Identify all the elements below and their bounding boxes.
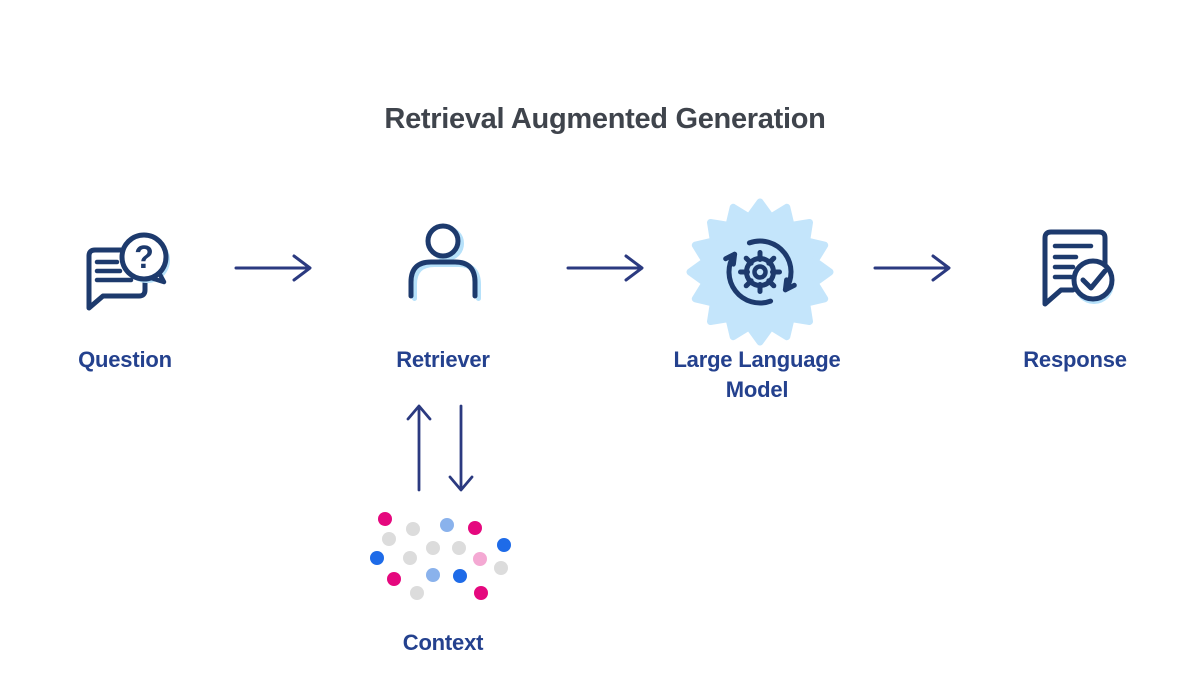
context-dot <box>453 569 467 583</box>
context-dot <box>403 551 417 565</box>
context-dot <box>452 541 466 555</box>
arrow-llm-to-response <box>873 254 951 282</box>
arrow-up-icon <box>406 404 432 492</box>
context-dot <box>406 522 420 536</box>
arrow-question-to-retriever <box>234 254 312 282</box>
arrow-down-icon <box>448 404 474 492</box>
question-bubble-icon: ? <box>86 232 170 311</box>
question-label: Question <box>78 347 172 372</box>
llm-label: Large Language Model <box>673 347 841 402</box>
response-label: Response <box>1023 347 1127 372</box>
context-dot <box>382 532 396 546</box>
context-dot <box>370 551 384 565</box>
arrow-retriever-to-llm <box>566 254 644 282</box>
context-dot <box>440 518 454 532</box>
context-dot <box>426 568 440 582</box>
context-dot <box>473 552 487 566</box>
context-dot <box>378 512 392 526</box>
person-icon <box>408 223 481 301</box>
dots-cluster-icon <box>370 512 511 600</box>
diagram-title: Retrieval Augmented Generation <box>384 103 826 135</box>
context-dot <box>387 572 401 586</box>
dots-group <box>370 512 511 600</box>
context-dot <box>426 541 440 555</box>
svg-text:?: ? <box>134 239 154 275</box>
retriever-label: Retriever <box>396 347 490 372</box>
response-check-icon <box>1042 229 1115 307</box>
context-label: Context <box>402 630 484 655</box>
arrows-retriever-context <box>406 404 474 492</box>
context-dot <box>410 586 424 600</box>
starburst-blob <box>686 198 834 346</box>
context-dot <box>494 561 508 575</box>
context-dot <box>468 521 482 535</box>
gear-cycle-icon <box>686 198 834 346</box>
context-dot <box>497 538 511 552</box>
context-dot <box>474 586 488 600</box>
